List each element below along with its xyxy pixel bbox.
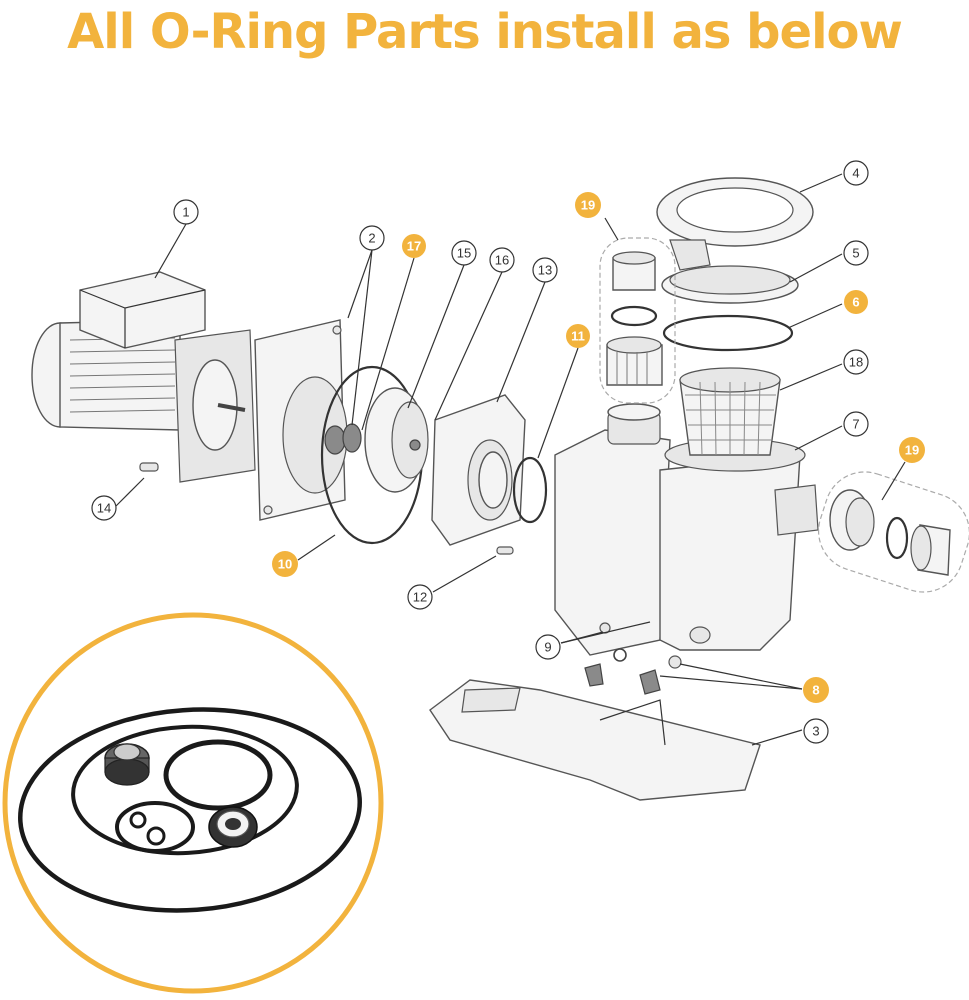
lock-ring-part xyxy=(656,177,814,271)
callout-19-top: 19 xyxy=(575,192,601,218)
svg-text:13: 13 xyxy=(538,263,552,278)
outlet-fitting-group xyxy=(817,471,969,593)
mechanical-seal-right xyxy=(208,806,258,848)
pump-base-part xyxy=(429,679,761,801)
diffuser-part xyxy=(431,394,526,546)
shaft-seal-part xyxy=(342,423,362,453)
lid-oring xyxy=(662,314,794,352)
lid-part xyxy=(661,265,799,304)
callout-3: 3 xyxy=(803,718,829,744)
callout-14: 14 xyxy=(91,495,117,521)
callout-8: 8 xyxy=(803,677,829,703)
callout-1: 1 xyxy=(173,199,199,225)
svg-text:9: 9 xyxy=(544,640,551,655)
motor-part xyxy=(31,271,256,483)
callout-12: 12 xyxy=(407,584,433,610)
svg-text:16: 16 xyxy=(495,253,509,268)
callout-13: 13 xyxy=(532,257,558,283)
page-title: All O-Ring Parts install as below xyxy=(67,4,903,60)
svg-text:14: 14 xyxy=(97,501,111,516)
svg-text:19: 19 xyxy=(581,198,595,213)
callout-17: 17 xyxy=(402,234,426,258)
svg-text:10: 10 xyxy=(278,557,292,572)
callout-19-side: 19 xyxy=(899,437,925,463)
callout-2: 2 xyxy=(359,225,385,251)
pin-part xyxy=(496,546,514,555)
svg-text:4: 4 xyxy=(852,166,859,181)
svg-text:19: 19 xyxy=(905,443,919,458)
callout-5: 5 xyxy=(843,240,869,266)
pump-housing-part xyxy=(554,403,819,656)
inlet-fitting-group xyxy=(599,237,676,404)
svg-text:1: 1 xyxy=(182,205,189,220)
svg-text:18: 18 xyxy=(849,355,863,370)
svg-text:17: 17 xyxy=(407,239,421,254)
drain-plug-parts xyxy=(584,622,682,695)
svg-text:8: 8 xyxy=(812,683,819,698)
callout-15: 15 xyxy=(451,240,477,266)
impeller-part xyxy=(364,387,429,493)
callout-16: 16 xyxy=(489,247,515,273)
svg-text:7: 7 xyxy=(852,417,859,432)
oring-kit-inset xyxy=(2,612,384,994)
svg-text:3: 3 xyxy=(812,724,819,739)
seal-plate-part xyxy=(254,319,348,521)
callout-18: 18 xyxy=(843,349,869,375)
callout-4: 4 xyxy=(843,160,869,186)
svg-text:15: 15 xyxy=(457,246,471,261)
callout-10: 10 xyxy=(272,551,298,577)
callout-6: 6 xyxy=(844,290,868,314)
svg-text:2: 2 xyxy=(368,231,375,246)
leader-lines xyxy=(115,173,906,746)
diffuser-oring xyxy=(512,456,548,524)
svg-text:6: 6 xyxy=(852,295,859,310)
callout-11: 11 xyxy=(566,324,590,348)
strainer-basket-part xyxy=(679,367,781,456)
mechanical-seal-left xyxy=(104,743,150,786)
callout-9: 9 xyxy=(535,634,561,660)
svg-text:5: 5 xyxy=(852,246,859,261)
svg-text:11: 11 xyxy=(571,329,585,344)
callout-7: 7 xyxy=(843,411,869,437)
svg-text:12: 12 xyxy=(413,590,427,605)
motor-pin-part xyxy=(139,462,159,472)
